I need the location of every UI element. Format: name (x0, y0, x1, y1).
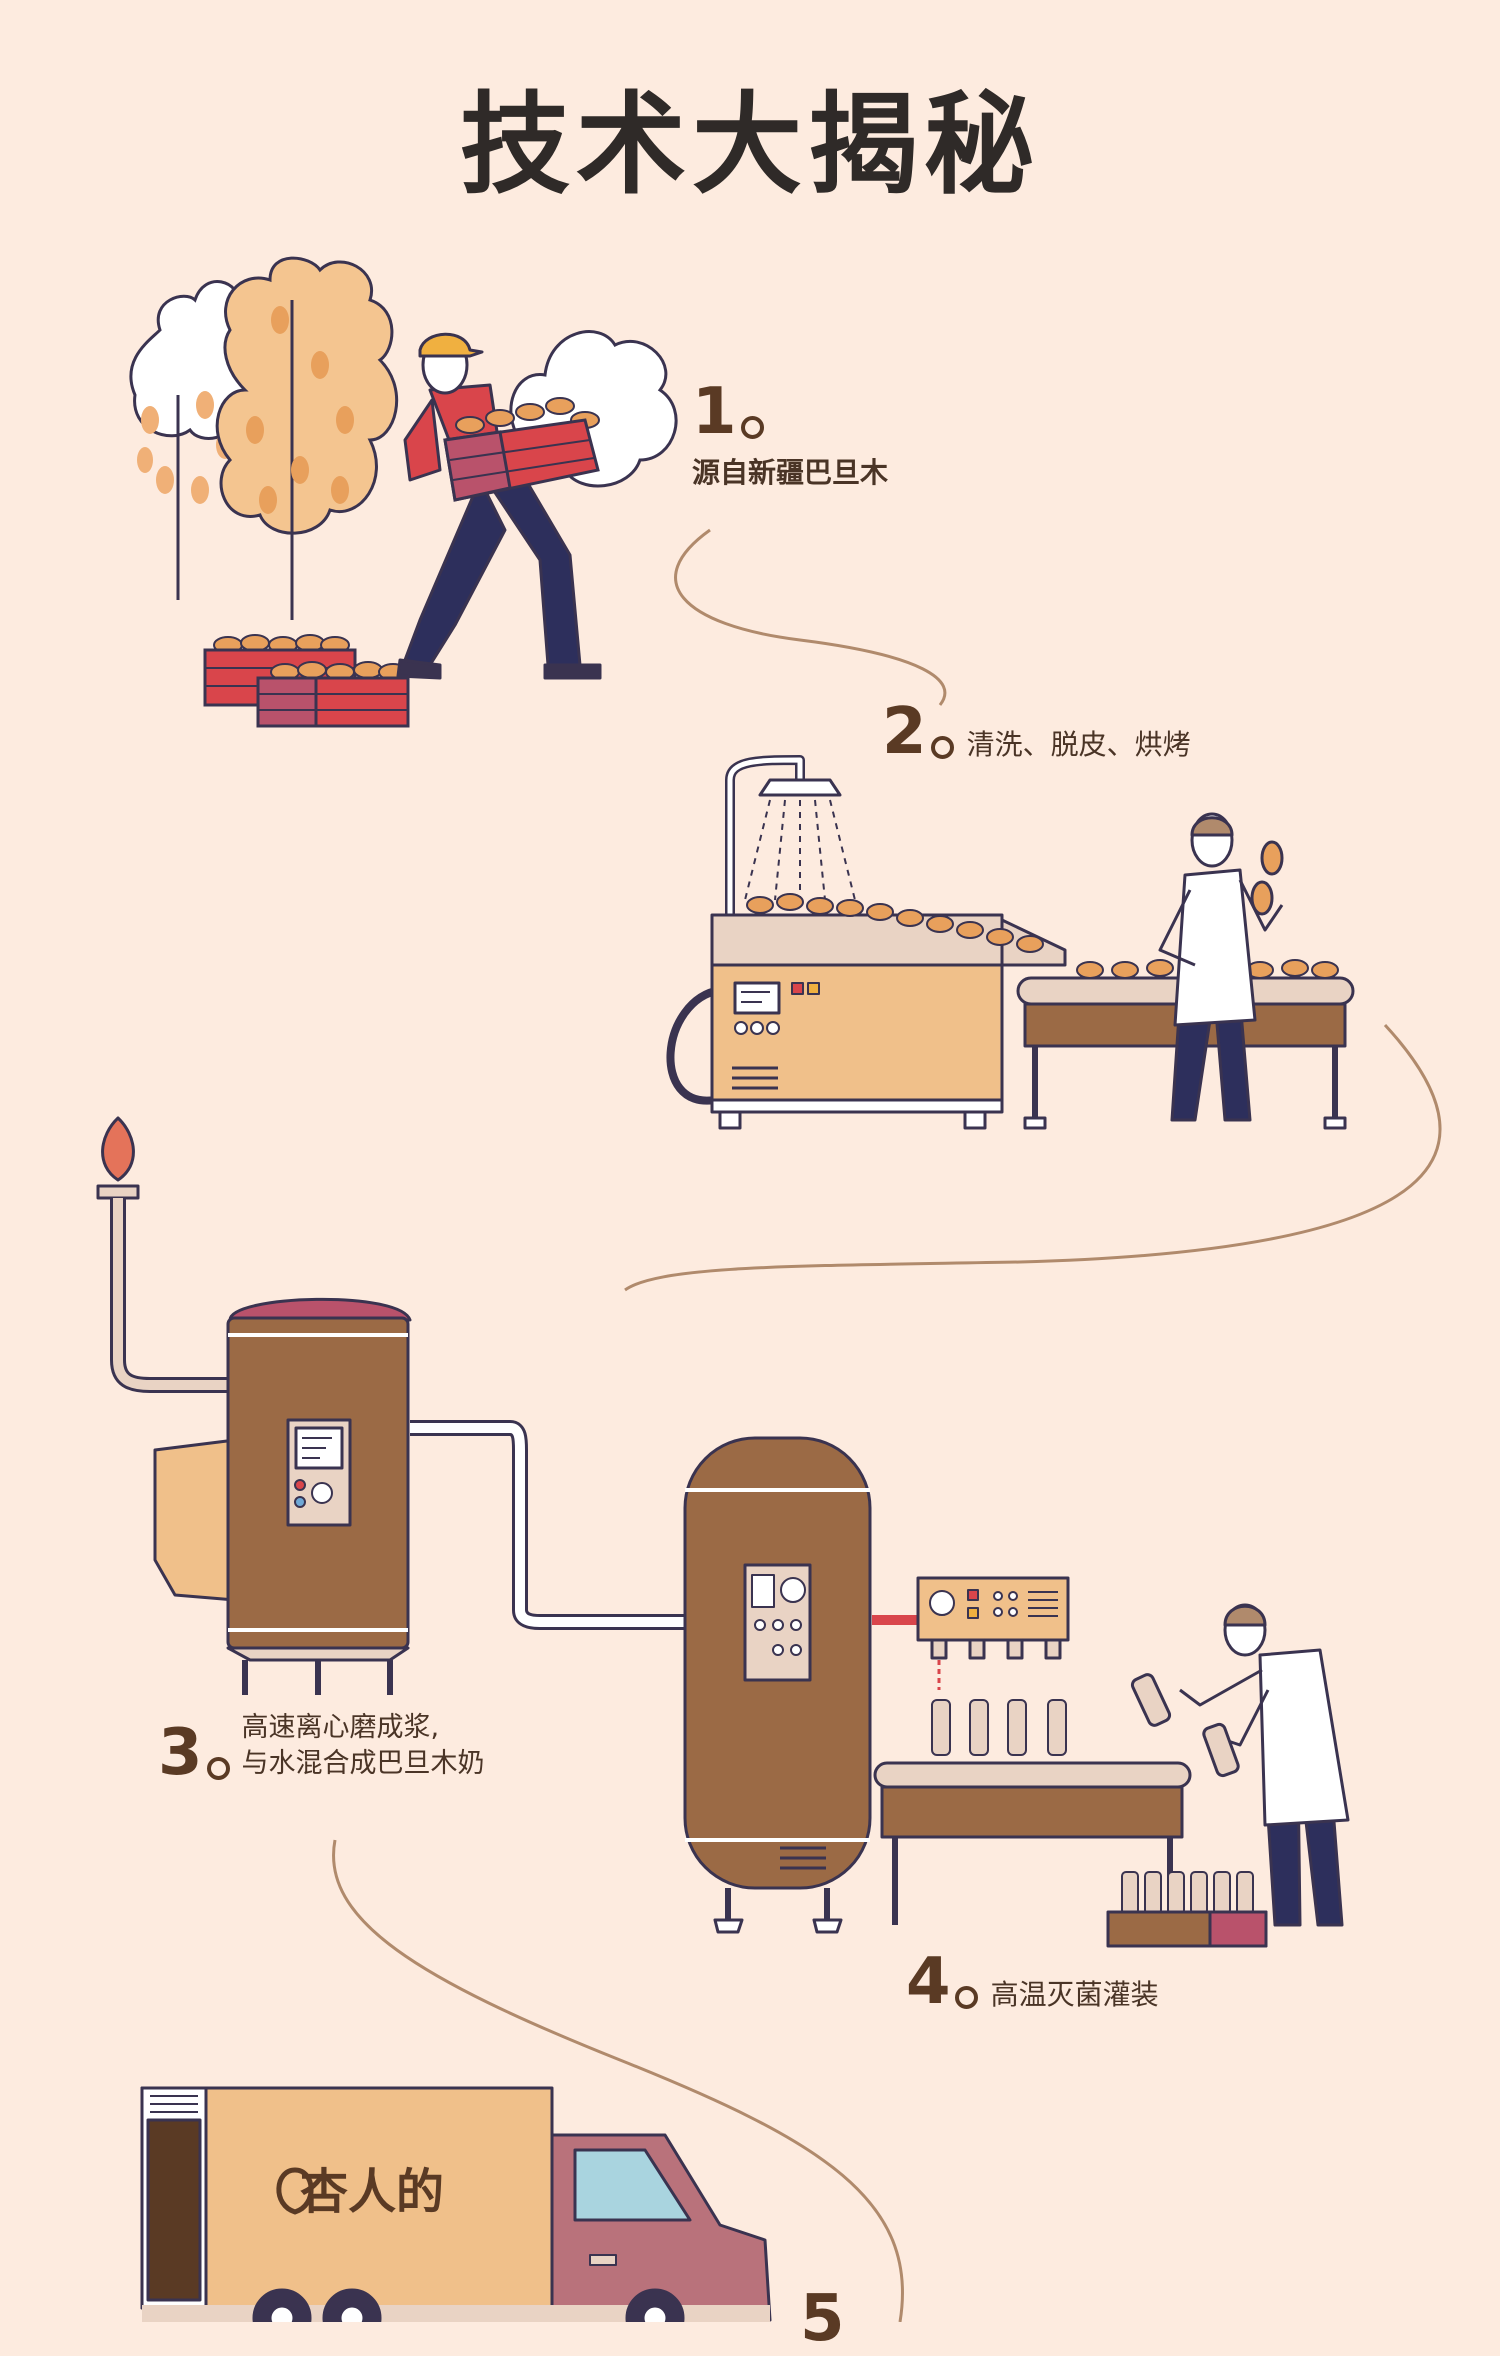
truck-brand-text: 杏人的 (300, 2164, 445, 2220)
step-1-dot-icon (740, 416, 764, 439)
page-title: 技术大揭秘 (460, 81, 1040, 209)
step-1-number: 1 (692, 375, 737, 449)
lab-worker-1 (1158, 812, 1284, 1122)
grinder-hopper (153, 1438, 237, 1602)
exhaust-pipe (110, 1198, 235, 1393)
filling-conveyor (873, 1761, 1192, 1789)
truck-cargo-box (140, 2086, 554, 2310)
grinder-scene (96, 1116, 745, 1695)
delivery-truck (140, 2086, 772, 2322)
step-4-dot-icon (954, 1986, 978, 2009)
bottles-on-line (931, 1699, 1067, 1756)
lab-worker-2 (1130, 1603, 1350, 1927)
step-3-label-line-1: 高速离心磨成浆, (241, 1712, 440, 1743)
step-3: 3 高速离心磨成浆, 与水混合成巴旦木奶 (158, 1710, 485, 1790)
brand-logo-mark (276, 2167, 314, 2215)
step-3-number: 3 (158, 1716, 203, 1790)
step-3-dot-icon (206, 1757, 230, 1780)
step-5: 5 (800, 2282, 845, 2356)
step-2-number: 2 (882, 695, 927, 769)
step-2: 2 清洗、脱皮、烘烤 (882, 695, 1191, 769)
step-2-dot-icon (930, 736, 954, 759)
carried-crate (443, 397, 600, 502)
orchard-scene (129, 256, 678, 728)
washing-machine-top (710, 913, 1004, 969)
shower-head (758, 778, 842, 797)
step-4-number: 4 (906, 1945, 951, 2019)
connector-1-2 (674, 528, 947, 706)
crate-stack (203, 634, 410, 728)
step-1: 1 源自新疆巴旦木 (692, 375, 888, 497)
step-4: 4 高温灭菌灌装 (906, 1945, 1159, 2019)
water-spray (744, 799, 856, 901)
connector-lines (332, 528, 1442, 2322)
connector-3-4 (332, 1839, 904, 2322)
connector-2-3 (624, 1023, 1442, 1292)
bottle-case (1106, 1871, 1268, 1948)
big-tree (215, 256, 399, 620)
step-3-label-line-2: 与水混合成巴旦木奶 (241, 1748, 485, 1779)
step-2-label: 清洗、脱皮、烘烤 (966, 728, 1191, 761)
machine-hose (666, 986, 721, 1105)
step-4-label: 高温灭菌灌装 (990, 1978, 1159, 2011)
flame (101, 1116, 135, 1182)
filling-scene (683, 1436, 1350, 1948)
step-1-label: 源自新疆巴旦木 (692, 456, 889, 489)
step-5-number: 5 (800, 2282, 845, 2356)
washing-scene (666, 755, 1355, 1130)
